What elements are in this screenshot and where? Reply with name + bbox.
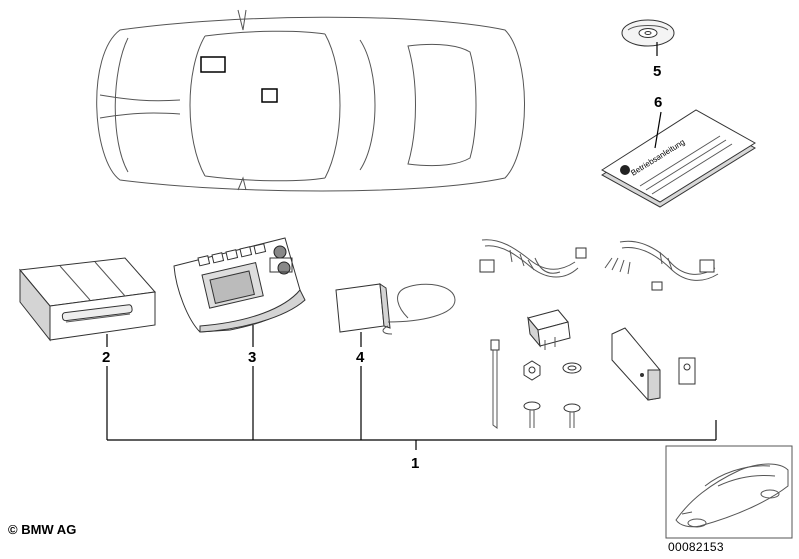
callout-6: 6 xyxy=(654,94,662,111)
location-marker-module xyxy=(261,88,278,103)
callout-5: 5 xyxy=(653,63,661,80)
bolt-left xyxy=(523,401,541,428)
clip-nut xyxy=(678,357,696,385)
owners-manual-booklet: Betriebsanleitung xyxy=(601,109,756,208)
callout-1: 1 xyxy=(411,455,419,472)
washer xyxy=(562,362,582,374)
wiring-harness-right xyxy=(604,240,719,291)
relay xyxy=(527,309,571,350)
navigation-computer-unit xyxy=(19,257,156,342)
callout-2: 2 xyxy=(102,349,110,366)
gps-module-with-cable xyxy=(335,283,456,335)
wiring-harness-left xyxy=(479,239,587,278)
location-marker-display xyxy=(200,56,226,73)
nut xyxy=(523,360,541,381)
callout-4: 4 xyxy=(356,349,365,366)
callout-3: 3 xyxy=(248,349,256,366)
cd-disc xyxy=(621,19,675,47)
mounting-bracket xyxy=(611,327,661,401)
bolt-right xyxy=(563,403,581,428)
car-top-view xyxy=(96,9,525,192)
vehicle-thumbnail xyxy=(665,445,793,539)
copyright-text: © BMW AG xyxy=(8,522,77,537)
cable-tie xyxy=(490,339,500,429)
bmw-logo-icon xyxy=(620,165,630,175)
image-id: 00082153 xyxy=(668,540,724,554)
display-control-unit xyxy=(173,237,306,333)
